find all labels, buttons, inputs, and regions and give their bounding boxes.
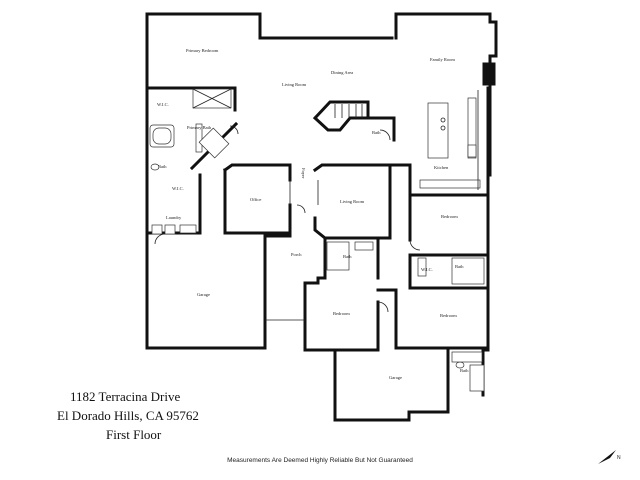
room-porch: Porch [291,252,302,257]
walls [145,12,498,422]
room-laundry: Laundry [166,215,182,220]
room-primary-bedroom: Primary Bedroom [186,48,219,53]
room-foyer: Foyer [301,168,306,179]
room-wic-1: W.I.C. [157,102,169,107]
room-labels: Primary Bedroom W.I.C. Primary Bath Bath… [157,48,469,380]
room-living-room-1: Living Room [282,82,307,87]
room-primary-bath: Primary Bath [187,125,212,130]
floor-label: First Floor [106,427,162,442]
north-arrow-icon [598,450,616,464]
room-garage-2: Garage [389,375,402,380]
address-city-line: El Dorado Hills, CA 95762 [57,408,199,423]
room-wic-3: W.I.C. [421,267,433,272]
fixtures [149,88,485,392]
room-family-room: Family Room [430,57,455,62]
room-kitchen: Kitchen [434,165,449,170]
room-bath-3: Bath [455,264,464,269]
room-bath-2: Bath [372,130,381,135]
north-label: N [617,455,621,461]
room-office: Office [250,197,261,202]
room-bedroom-3: Bedroom [440,313,457,318]
room-living-room-2: Living Room [340,199,365,204]
room-bedroom-2: Bedroom [333,311,350,316]
room-bedroom-1: Bedroom [441,214,458,219]
room-bath-5: Bath [460,368,469,373]
disclaimer-text: Measurements Are Deemed Highly Reliable … [227,457,413,464]
room-bath-1: Bath [158,164,167,169]
room-dining-area: Dining Area [331,70,353,75]
address-street: 1182 Terracina Drive [70,389,181,404]
room-bath-4: Bath [343,254,352,259]
room-garage-1: Garage [197,292,210,297]
room-wic-2: W.I.C. [172,186,184,191]
